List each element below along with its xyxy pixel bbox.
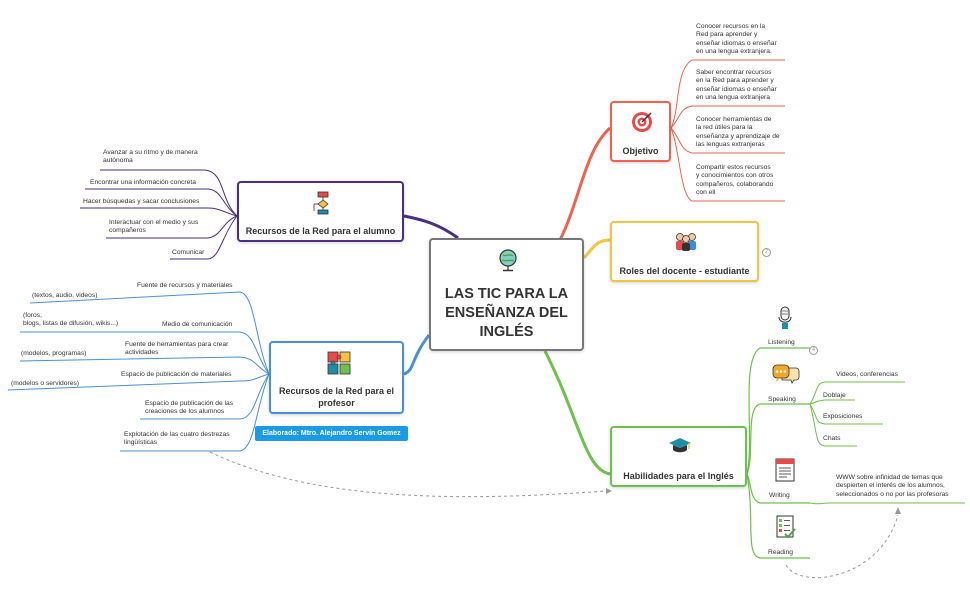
alumno-leaf-2[interactable]: Encontrar una información concreta: [90, 179, 196, 186]
skill-reading[interactable]: Reading: [768, 549, 793, 556]
topic-label: Objetivo: [622, 146, 659, 156]
skill-speaking[interactable]: Speaking: [768, 396, 796, 403]
skill-listening[interactable]: Listening: [768, 339, 795, 346]
profesor-leaf-2[interactable]: Medio de comunicación: [162, 321, 233, 328]
collapsed-count-badge[interactable]: 2: [762, 248, 771, 257]
profesor-subleaf-1[interactable]: (textos, audio, videos): [32, 292, 98, 299]
collapsed-count-badge[interactable]: 4: [809, 346, 818, 355]
profesor-leaf-1[interactable]: Fuente de recursos y materiales: [137, 282, 233, 289]
profesor-subleaf-3[interactable]: (modelos, programas): [21, 350, 87, 357]
alumno-leaf-3[interactable]: Hacer búsquedas y sacar conclusiones: [83, 198, 200, 205]
speaking-leaf[interactable]: Videos, conferencias: [836, 371, 898, 378]
microphone-icon: [778, 306, 792, 330]
central-topic[interactable]: LAS TIC PARA LA ENSEÑANZA DEL INGLÉS: [429, 238, 584, 351]
topic-label: Recursos de la Red para el profesor: [278, 386, 395, 408]
topic-label: Roles del docente - estudiante: [619, 266, 750, 276]
speaking-leaf[interactable]: Exposiciones: [823, 413, 863, 420]
speaking-leaf[interactable]: Doblaje: [823, 392, 846, 399]
topic-habilidades[interactable]: Habilidades para el Inglés: [610, 426, 747, 487]
speaking-leaf[interactable]: Chats: [823, 435, 841, 442]
document-icon: [775, 458, 795, 482]
skill-writing[interactable]: Writing: [769, 492, 790, 499]
profesor-leaf-4[interactable]: Espacio de publicación de materiales: [121, 371, 232, 378]
profesor-subleaf-2[interactable]: (foros,blogs, listas de difusión, wikis.…: [23, 312, 119, 328]
puzzle-icon: [327, 351, 351, 375]
author-badge: Elaborado: Mtro. Alejandro Servín Gomez: [255, 426, 408, 441]
checklist-icon: [776, 515, 796, 539]
alumno-leaf-5[interactable]: Comunicar: [172, 249, 205, 256]
globe-icon: [497, 248, 519, 272]
flowchart-icon: [312, 191, 334, 215]
graduation-cap-icon: [668, 436, 692, 456]
central-title: LAS TIC PARA LA ENSEÑANZA DEL INGLÉS: [444, 286, 569, 340]
speech-bubble-icon: [772, 364, 800, 386]
topic-profesor[interactable]: Recursos de la Red para el profesor: [269, 341, 404, 414]
topic-alumno[interactable]: Recursos de la Red para el alumno: [237, 181, 404, 242]
topic-label: Recursos de la Red para el alumno: [245, 226, 396, 236]
target-icon: [631, 111, 653, 133]
people-icon: [674, 231, 698, 251]
topic-objetivo[interactable]: Objetivo: [610, 101, 671, 162]
topic-roles[interactable]: Roles del docente - estudiante: [610, 221, 759, 282]
topic-label: Habilidades para el Inglés: [623, 471, 734, 481]
profesor-subleaf-4[interactable]: (modelos o servidores): [11, 380, 80, 387]
writing-leaf[interactable]: WWW sobre infinidad de temas que despier…: [836, 474, 949, 498]
